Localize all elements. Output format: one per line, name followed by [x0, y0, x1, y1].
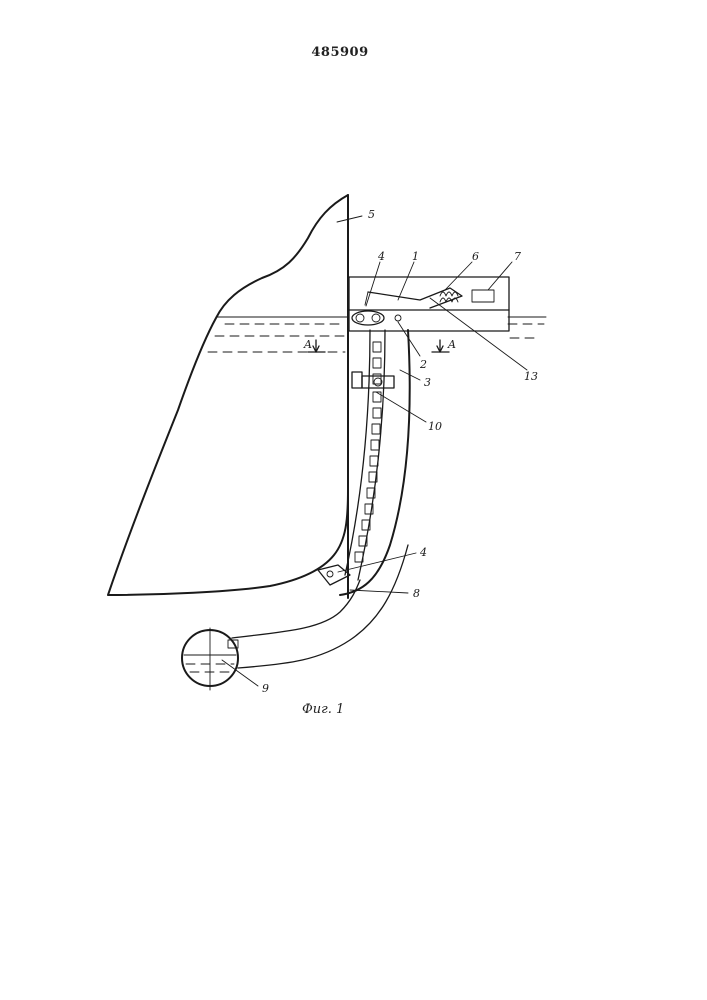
- label-section-a-left: A: [303, 338, 312, 351]
- label-pipe-8: 8: [413, 587, 420, 600]
- label-trunk-3: 3: [424, 376, 431, 389]
- leader-lines: [222, 216, 527, 686]
- callout-labels: 5 4 1 6 7 2 3 13 10 4 8 9 A A: [262, 208, 538, 695]
- label-box-7: 7: [514, 250, 521, 263]
- figure-caption: Фиг. 1: [302, 702, 344, 717]
- tank: [182, 628, 238, 690]
- label-slots-10: 10: [428, 420, 442, 433]
- label-tank-9: 9: [262, 682, 269, 695]
- label-lever-1: 1: [412, 250, 419, 263]
- vertical-trunk: [340, 330, 410, 595]
- label-roller-4-top: 4: [377, 250, 385, 263]
- label-hull-5: 5: [368, 208, 375, 221]
- label-item-13: 13: [524, 370, 538, 383]
- label-hinge-2: 2: [419, 358, 427, 371]
- label-section-a-right: A: [447, 338, 456, 351]
- label-spring-6: 6: [472, 250, 479, 263]
- ship-hull: [108, 195, 348, 598]
- label-roller-4-bottom: 4: [419, 546, 427, 559]
